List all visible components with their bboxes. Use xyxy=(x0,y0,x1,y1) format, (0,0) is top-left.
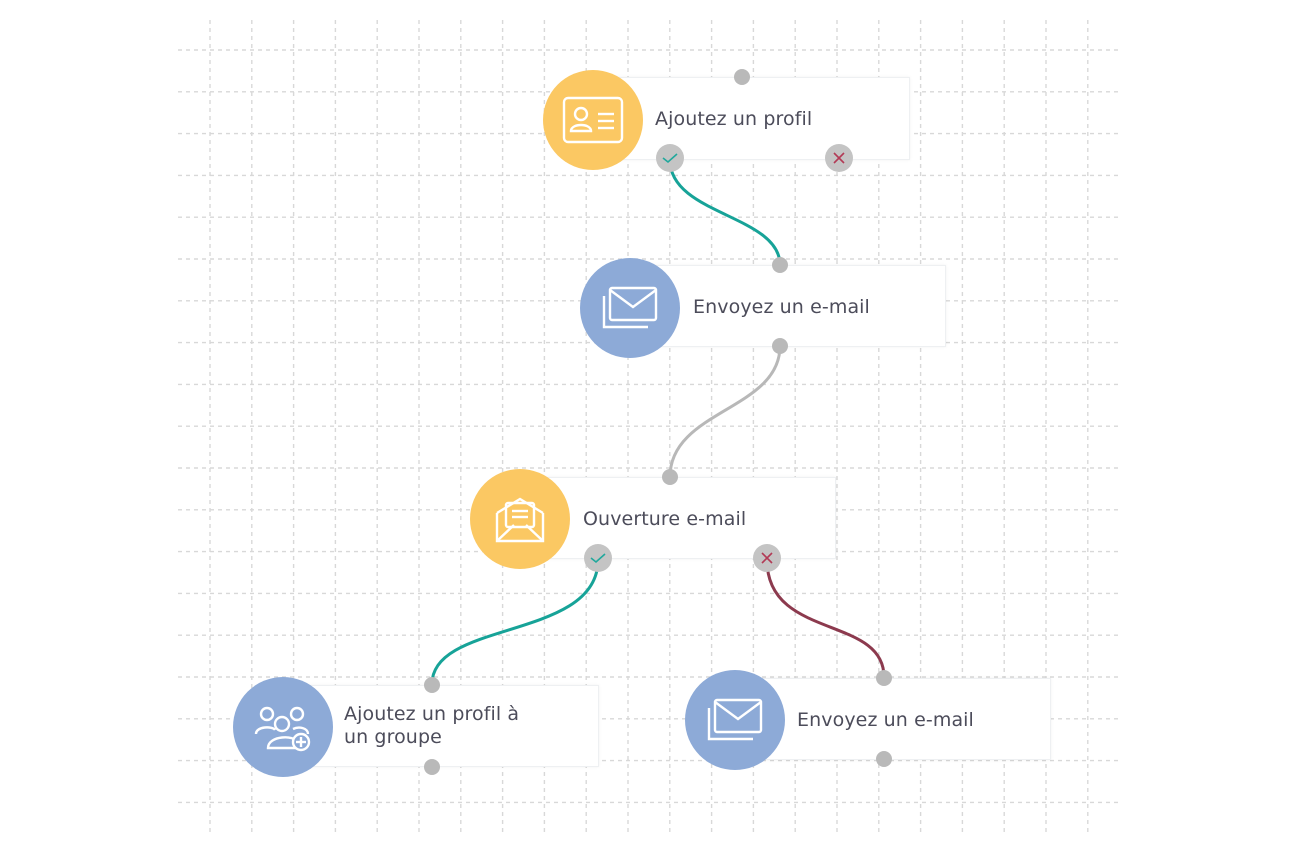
node-card[interactable] xyxy=(592,77,910,160)
node-card[interactable] xyxy=(281,685,599,767)
input-port[interactable] xyxy=(662,469,678,485)
users-add-icon xyxy=(254,706,311,752)
node-icon-circle[interactable] xyxy=(233,677,333,777)
input-port[interactable] xyxy=(772,257,788,273)
yes-port[interactable] xyxy=(656,144,684,172)
input-port[interactable] xyxy=(424,677,440,693)
no-port[interactable] xyxy=(753,544,781,572)
node-icon-circle[interactable] xyxy=(470,469,570,569)
envelope-stack-icon xyxy=(602,286,658,329)
check-icon xyxy=(662,153,678,164)
node-icon-circle[interactable] xyxy=(685,670,785,770)
input-port[interactable] xyxy=(876,670,892,686)
input-port[interactable] xyxy=(734,69,750,85)
node-label: Ouverture e-mail xyxy=(583,508,747,530)
node-label: Ajoutez un profil xyxy=(655,108,813,130)
node-label-line-1: Ajoutez un profil à xyxy=(344,703,520,725)
node-label: Envoyez un e-mail xyxy=(797,709,974,731)
node-label: Envoyez un e-mail xyxy=(693,296,870,318)
output-port[interactable] xyxy=(876,751,892,767)
output-port[interactable] xyxy=(424,759,440,775)
contact-card-icon xyxy=(562,96,624,144)
output-port[interactable] xyxy=(772,338,788,354)
cross-icon xyxy=(761,552,773,564)
no-port[interactable] xyxy=(825,144,853,172)
node-label-line-2: un groupe xyxy=(344,726,442,748)
open-envelope-icon xyxy=(495,497,545,543)
node-label: Ajoutez un profil à un groupe xyxy=(344,703,519,749)
envelope-stack-icon xyxy=(707,698,763,741)
node-icon-circle[interactable] xyxy=(543,70,643,170)
node-card[interactable] xyxy=(518,477,836,559)
cross-icon xyxy=(833,152,845,164)
check-icon xyxy=(590,553,606,564)
yes-port[interactable] xyxy=(584,544,612,572)
node-icon-circle[interactable] xyxy=(580,258,680,358)
